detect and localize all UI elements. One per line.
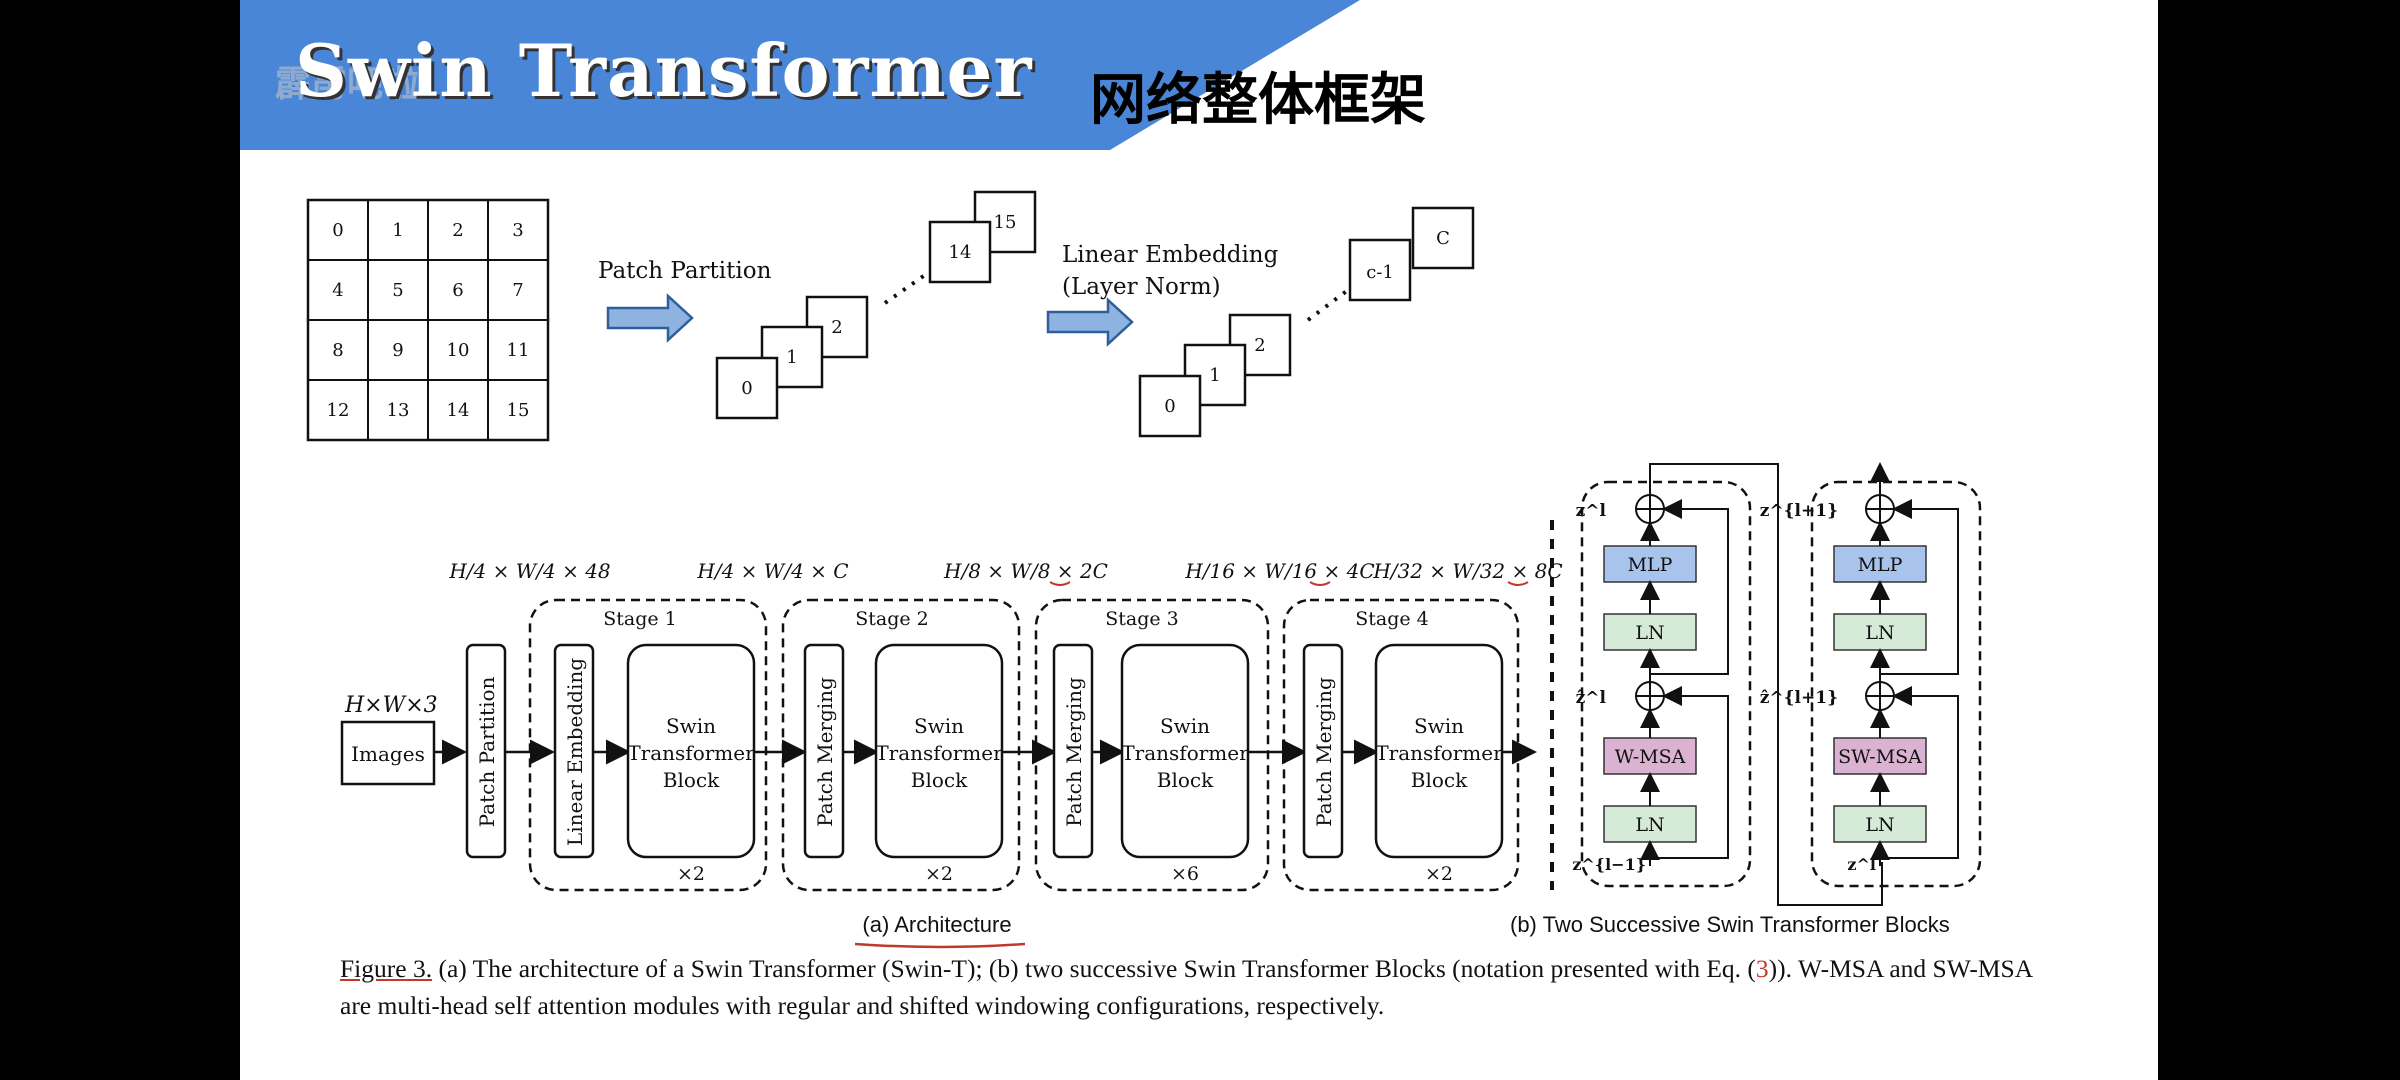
right-mlp: MLP — [1858, 554, 1903, 576]
grid-cell: 11 — [507, 340, 530, 361]
images-box — [340, 720, 436, 786]
grid-cell: 5 — [392, 280, 403, 301]
architecture: H×W×3 Images Patch Partition H/4 × W/4 ×… — [340, 559, 1563, 949]
stage-1-label: Stage 1 — [603, 608, 677, 630]
equation-ref[interactable]: 3 — [1755, 954, 1769, 983]
left-z-in: z^{l−1} — [1572, 855, 1646, 874]
stage-3-first-block: Patch Merging — [1062, 677, 1086, 827]
channel-1: 1 — [1209, 365, 1220, 386]
grid-cell: 15 — [507, 400, 530, 421]
grid-cell: 12 — [327, 400, 350, 421]
stage-3-repeat: ×6 — [1171, 863, 1199, 885]
left-z-mid: ẑ^l — [1576, 688, 1607, 708]
channel-c-1: c-1 — [1366, 262, 1394, 283]
watermark: 霹雳吧啦 — [275, 64, 420, 105]
grid-cell: 6 — [452, 280, 463, 301]
stage-2-repeat: ×2 — [925, 863, 953, 885]
stage-2-first-block: Patch Merging — [813, 677, 837, 827]
grid-cell: 8 — [332, 340, 343, 361]
patch-partition-arrow — [606, 293, 694, 343]
stage-3-label: Stage 3 — [1105, 608, 1179, 630]
dim-4: H/32 × W/32 × 8C — [1372, 559, 1562, 583]
patch-partition-label: Patch Partition — [598, 258, 772, 284]
channel-0: 0 — [1164, 396, 1175, 417]
dim-0: H/4 × W/4 × 48 — [448, 559, 610, 583]
svg-text:Block: Block — [1157, 768, 1214, 792]
right-z-mid: ẑ^{l+1} — [1760, 688, 1838, 708]
left-ln-bottom: LN — [1635, 814, 1664, 836]
blocks-caption: (b) Two Successive Swin Transformer Bloc… — [1510, 912, 1950, 937]
stage-2-label: Stage 2 — [855, 608, 929, 630]
stage-1-first-block: Linear Embedding — [563, 658, 587, 846]
slide-subtitle: 网络整体框架 — [1090, 68, 1426, 133]
right-z-out: z^{l+1} — [1760, 501, 1838, 521]
grid-cell: 7 — [512, 280, 523, 301]
patch-0: 0 — [741, 378, 752, 399]
right-z-in: z^l — [1847, 855, 1876, 874]
grid-cell: 0 — [332, 220, 343, 241]
svg-text:Block: Block — [1411, 768, 1468, 792]
grid-cell: 2 — [452, 220, 463, 241]
svg-text:Block: Block — [911, 768, 968, 792]
left-mlp: MLP — [1628, 554, 1673, 576]
figure-caption: Figure 3. (a) The architecture of a Swin… — [340, 950, 2040, 1024]
dim-1: H/4 × W/4 × C — [696, 559, 848, 583]
grid-cell: 9 — [392, 340, 403, 361]
patch-15: 15 — [994, 212, 1017, 233]
channel-2: 2 — [1254, 335, 1265, 356]
right-attn: SW-MSA — [1838, 746, 1922, 768]
channel-C: C — [1436, 228, 1450, 249]
svg-text:Transformer: Transformer — [627, 741, 755, 765]
svg-text:Transformer: Transformer — [1375, 741, 1503, 765]
svg-text:Transformer: Transformer — [875, 741, 1003, 765]
dim-3: H/16 × W/16 × 4C — [1184, 559, 1374, 583]
figure-caption-text-1: (a) The architecture of a Swin Transform… — [432, 954, 1756, 983]
patch-stack: 2 1 0 15 14 — [715, 190, 1037, 420]
svg-text:Swin: Swin — [666, 714, 716, 738]
slide-title: Swin Transformer — [295, 28, 1033, 113]
stage-4-first-block: Patch Merging — [1312, 677, 1336, 827]
grid-cell: 3 — [512, 220, 523, 241]
linear-embedding-arrow — [1046, 297, 1134, 347]
dim-2: H/8 × W/8 × 2C — [943, 559, 1108, 583]
figure-caption-text-2: )). W-MSA and SW-MSA are multi-head self… — [340, 954, 2032, 1020]
successive-blocks: MLP LN W-MSA LN z^l ẑ^l z^{l−1} — [1510, 462, 1982, 937]
grid-cell: 4 — [332, 280, 343, 301]
grid-cell: 10 — [447, 340, 470, 361]
stage-4-label: Stage 4 — [1355, 608, 1429, 630]
left-attn: W-MSA — [1615, 746, 1686, 768]
grid-cell: 14 — [447, 400, 470, 421]
left-z-out: z^l — [1576, 501, 1607, 521]
svg-text:Swin: Swin — [1160, 714, 1210, 738]
left-ln-top: LN — [1635, 622, 1664, 644]
patch-2: 2 — [831, 317, 842, 338]
channel-stack: 2 1 0 C c-1 — [1138, 206, 1475, 438]
svg-text:Block: Block — [663, 768, 720, 792]
patch-1: 1 — [786, 347, 797, 368]
svg-text:Swin: Swin — [914, 714, 964, 738]
patch-14: 14 — [949, 242, 972, 263]
grid-cell: 13 — [387, 400, 410, 421]
patch-partition-block-label: Patch Partition — [475, 676, 499, 827]
figure-label: Figure 3. — [340, 954, 433, 983]
right-ln-top: LN — [1865, 622, 1894, 644]
images-label: Images — [351, 742, 425, 766]
right-ln-bottom: LN — [1865, 814, 1894, 836]
layer-norm-label: (Layer Norm) — [1062, 274, 1221, 300]
linear-embedding-label: Linear Embedding — [1062, 242, 1279, 268]
svg-text:Swin: Swin — [1414, 714, 1464, 738]
input-dim: H×W×3 — [344, 693, 438, 718]
stage-1-repeat: ×2 — [677, 863, 705, 885]
stage-4-repeat: ×2 — [1425, 863, 1453, 885]
architecture-caption: (a) Architecture — [862, 912, 1011, 937]
svg-text:Transformer: Transformer — [1121, 741, 1249, 765]
grid-cell: 1 — [392, 220, 403, 241]
